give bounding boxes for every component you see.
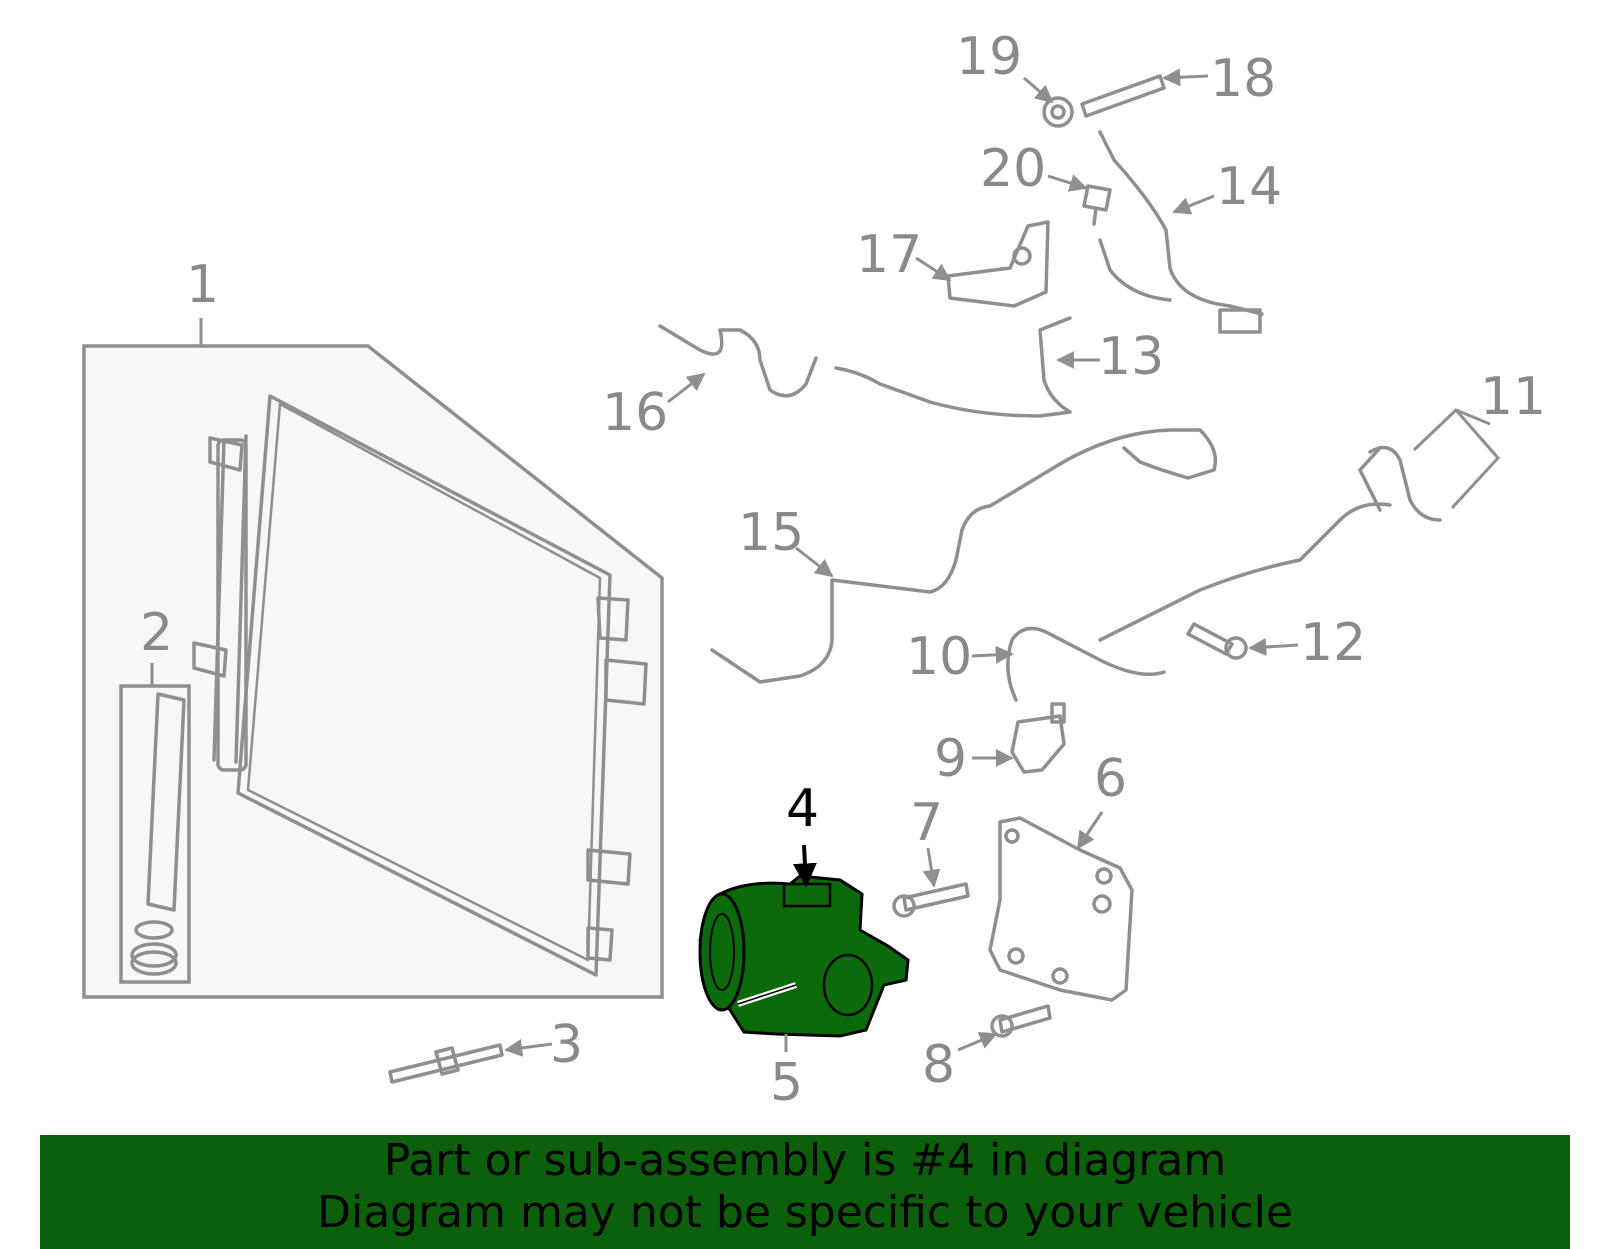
bracket-part-17 xyxy=(946,220,1050,308)
hose-part-10 xyxy=(1006,502,1392,702)
callout-5: 5 xyxy=(770,1053,803,1113)
callout-18: 18 xyxy=(1210,49,1276,109)
stud-part-3 xyxy=(388,1043,504,1084)
callout-11: 11 xyxy=(1480,367,1546,427)
callout-16: 16 xyxy=(602,383,668,443)
cap-part-20 xyxy=(1082,184,1112,226)
callout-14: 14 xyxy=(1216,157,1282,217)
hose-part-14 xyxy=(1098,130,1264,334)
leader-lines xyxy=(150,68,1501,1057)
ac-compressor xyxy=(698,874,910,1038)
callout-2: 2 xyxy=(140,603,173,663)
bolt-part-8 xyxy=(990,1004,1052,1038)
hose-part-16 xyxy=(658,324,818,398)
callout-19: 19 xyxy=(956,27,1022,87)
condenser-assembly xyxy=(82,344,664,999)
banner-line-part: Part or sub-assembly is #4 in diagram xyxy=(383,1135,1227,1186)
callout-3: 3 xyxy=(550,1015,583,1075)
callout-17: 17 xyxy=(856,225,922,285)
callout-15: 15 xyxy=(738,503,804,563)
bolt-part-7 xyxy=(892,882,970,918)
hose-part-11 xyxy=(1358,445,1442,522)
callout-1: 1 xyxy=(186,255,219,315)
callout-8: 8 xyxy=(922,1035,955,1095)
callout-9: 9 xyxy=(934,729,967,789)
receiver-drier xyxy=(119,684,191,984)
callout-13: 13 xyxy=(1098,327,1164,387)
callout-20: 20 xyxy=(980,139,1046,199)
bolt-part-12 xyxy=(1186,622,1248,660)
hose-part-15 xyxy=(710,428,1218,684)
hose-part-13 xyxy=(834,316,1072,418)
callout-12: 12 xyxy=(1300,613,1366,673)
callout-4: 4 xyxy=(786,779,819,839)
valve-part-9 xyxy=(1010,702,1066,774)
stud-part-18 xyxy=(1080,74,1166,118)
callout-6: 6 xyxy=(1094,749,1127,809)
callout-7: 7 xyxy=(910,793,943,853)
mounting-bracket xyxy=(988,816,1134,1002)
callout-10: 10 xyxy=(906,627,972,687)
nut-part-19 xyxy=(1042,96,1074,128)
banner-line-disclaimer: Diagram may not be specific to your vehi… xyxy=(317,1187,1293,1238)
info-banner: Part or sub-assembly is #4 in diagram Di… xyxy=(40,1135,1570,1249)
